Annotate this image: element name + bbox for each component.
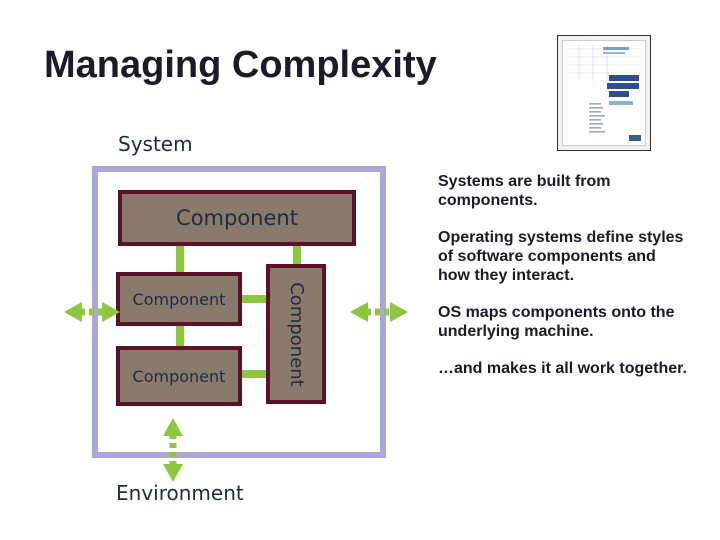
component-top-label: Component: [176, 206, 298, 230]
connector-left2-right: [242, 370, 266, 378]
environment-label: Environment: [116, 481, 244, 505]
bottom-double-arrow: [163, 418, 183, 482]
connector-top-left: [176, 246, 184, 272]
book-cover-image: [557, 35, 651, 151]
connector-top-right: [293, 246, 301, 264]
bullet-1: Systems are built from components.: [438, 173, 611, 209]
bullet-2: Operating systems define styles of softw…: [438, 229, 684, 284]
bullet-3: OS maps components onto the underlying m…: [438, 304, 675, 340]
component-top: Component: [118, 190, 356, 246]
component-left-1: Component: [116, 272, 242, 326]
component-left-2-label: Component: [132, 366, 226, 386]
component-left-1-label: Component: [132, 289, 226, 309]
right-double-arrow: [350, 302, 408, 322]
book-cover-graphic: [563, 41, 645, 145]
bullet-4: …and makes it all work together.: [438, 360, 687, 377]
component-right: Component: [266, 264, 326, 404]
bullet-list: Systems are built from components. Opera…: [438, 172, 688, 396]
component-left-2: Component: [116, 346, 242, 406]
connector-left1-right: [242, 295, 266, 303]
connector-left-stack: [176, 326, 184, 346]
system-label: System: [118, 132, 193, 156]
left-double-arrow: [64, 302, 120, 322]
slide-title: Managing Complexity: [44, 44, 437, 86]
